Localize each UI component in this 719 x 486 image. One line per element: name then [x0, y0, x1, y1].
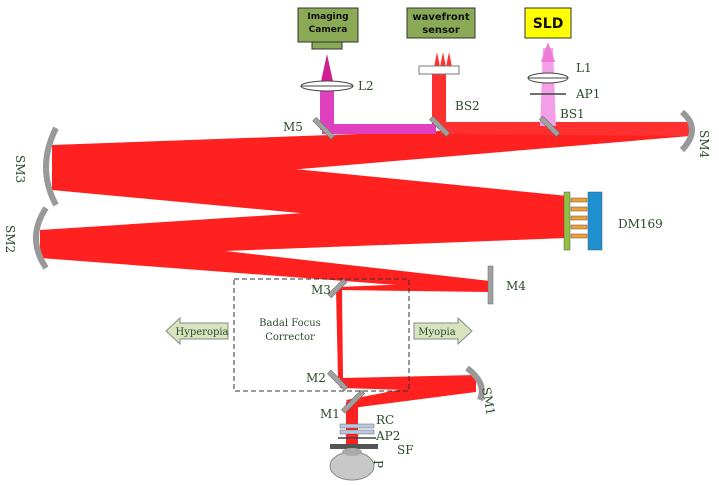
beam-bs2-m5 — [322, 124, 436, 134]
mirror-sm4 — [679, 109, 695, 153]
myopia-label: Myopia — [418, 327, 456, 338]
sld-label: SLD — [533, 16, 564, 32]
badal-title-1: Badal Focus — [259, 318, 321, 329]
hyperopia-arrow: Hyperopia — [165, 316, 229, 346]
label-ap1: AP1 — [575, 87, 600, 101]
mirror-m2 — [327, 369, 349, 391]
wavefront-sensor-label-1: wavefront — [412, 12, 470, 23]
beam-sld — [540, 48, 556, 126]
mirror-bs1 — [539, 115, 561, 137]
label-sm3: SM3 — [13, 155, 27, 183]
imaging-camera-label-2: Camera — [309, 25, 348, 35]
sld-source: SLD — [524, 7, 572, 39]
wavefront-lenslets — [418, 52, 460, 75]
mirror-sm2 — [33, 206, 49, 270]
eye — [329, 451, 375, 481]
label-bs2: BS2 — [455, 99, 480, 113]
deformable-mirror-dm169 — [563, 191, 603, 251]
mirror-bs2 — [429, 115, 451, 137]
mirror-m5 — [312, 117, 335, 140]
label-bs1: BS1 — [560, 107, 585, 121]
beam-dm-sm2 — [40, 196, 568, 258]
label-sm2: SM2 — [3, 225, 17, 253]
label-dm169: DM169 — [618, 217, 663, 231]
label-l2: L2 — [358, 79, 374, 93]
label-m2: M2 — [306, 371, 326, 385]
mirror-m1 — [341, 389, 366, 414]
beam-bs1-sm4 — [440, 122, 690, 136]
label-rc: RC — [376, 413, 394, 427]
label-l1: L1 — [576, 61, 592, 75]
label-ap2: AP2 — [375, 429, 400, 443]
beam-bs2-wfs — [432, 74, 446, 126]
wavefront-sensor-label-2: sensor — [422, 25, 460, 36]
label-p: P — [371, 460, 385, 468]
element-rc — [339, 423, 375, 429]
lenslet-array — [418, 65, 460, 75]
camera-cone — [320, 54, 334, 86]
label-sm1: SM1 — [479, 386, 498, 416]
wavefront-sensor: wavefront sensor — [406, 7, 476, 39]
beam-m3-m2 — [336, 290, 343, 378]
beam-paths — [40, 48, 690, 450]
badal-title-2: Corrector — [265, 332, 315, 343]
mirror-sm1 — [465, 365, 485, 402]
imaging-camera-label-1: Imaging — [307, 12, 348, 22]
label-m4: M4 — [506, 279, 526, 293]
label-m3: M3 — [311, 283, 331, 297]
mirror-sm3 — [43, 126, 59, 207]
beam-sm1-m1 — [346, 375, 476, 408]
myopia-arrow: Myopia — [413, 316, 473, 346]
sld-cone — [541, 42, 555, 62]
hyperopia-label: Hyperopia — [175, 327, 228, 338]
label-m1: M1 — [320, 407, 340, 421]
element-sf — [330, 444, 378, 449]
mirror-m4 — [487, 265, 494, 305]
label-m5: M5 — [283, 120, 303, 134]
imaging-camera: Imaging Camera — [297, 7, 359, 50]
mirror-m3 — [327, 278, 348, 299]
beam-m5-l2 — [320, 90, 334, 130]
beam-m4-m3 — [338, 281, 490, 292]
label-sm4: SM4 — [697, 130, 711, 159]
element-rc-2 — [339, 429, 375, 435]
label-sf: SF — [397, 443, 414, 457]
beam-sm2-m4 — [40, 230, 490, 292]
